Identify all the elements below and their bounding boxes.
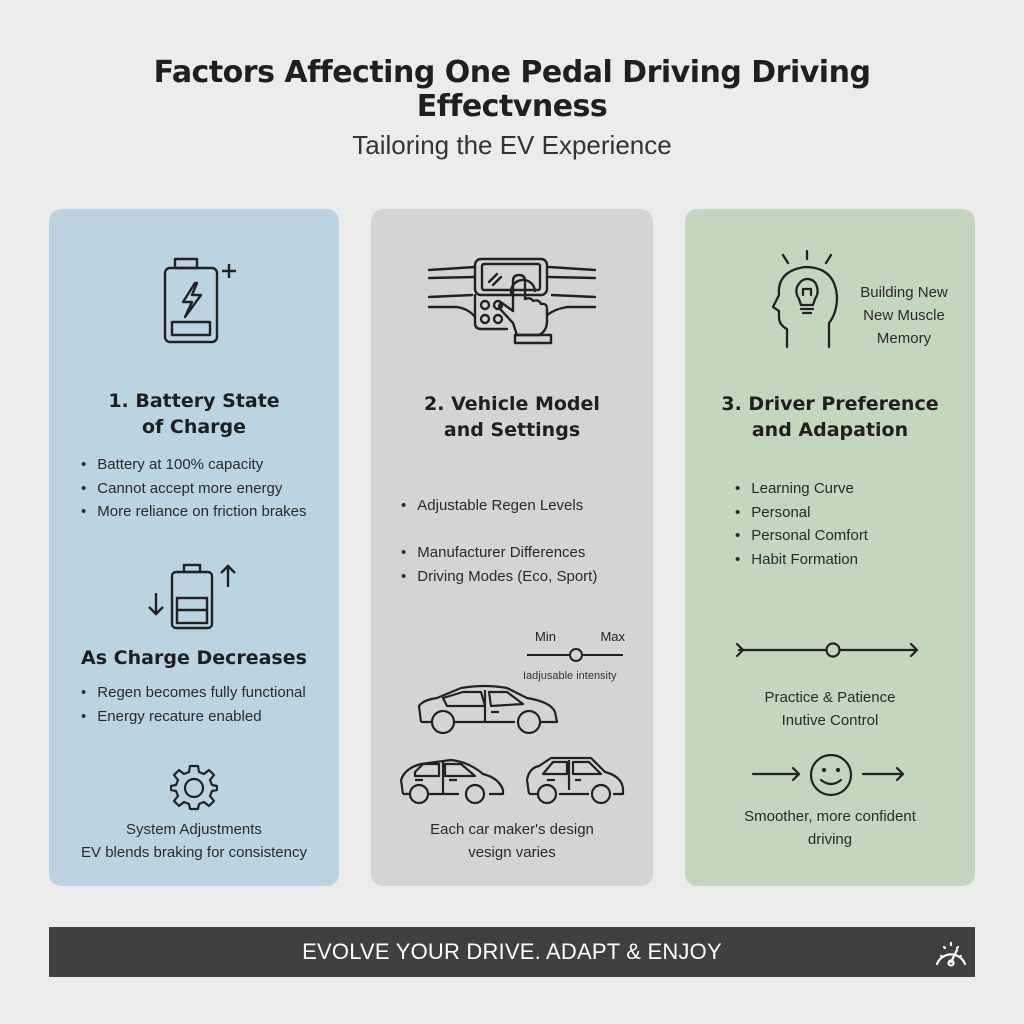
bullet-list: Battery at 100% capacity Cannot accept m… bbox=[81, 453, 307, 524]
list-item: Battery at 100% capacity bbox=[81, 453, 307, 477]
head-lightbulb-icon bbox=[771, 249, 843, 353]
footer-caption: System Adjustments EV blends braking for… bbox=[49, 818, 339, 864]
banner-text: EVOLVE YOUR DRIVE. ADAPT & ENJOY bbox=[302, 939, 722, 964]
caption-line: Building New bbox=[860, 284, 948, 301]
heading-line: 3. Driver Preference bbox=[721, 393, 939, 415]
caption-line: Smoother, more confident bbox=[744, 808, 916, 825]
list-item: Manufacturer Differences bbox=[401, 541, 597, 565]
heading-line: of Charge bbox=[141, 416, 247, 438]
caption-line: driving bbox=[807, 831, 853, 848]
battery-charging-icon bbox=[159, 255, 249, 345]
dashboard-touchscreen-icon bbox=[427, 255, 597, 350]
header: Factors Affecting One Pedal Driving Driv… bbox=[0, 56, 1024, 161]
list-item: Adjustable Regen Levels bbox=[401, 494, 583, 518]
card-heading: 3. Driver Preference and Adapation bbox=[685, 391, 975, 443]
caption-line: New Muscle bbox=[863, 307, 945, 324]
caption-line: Practice & Patience bbox=[764, 689, 896, 706]
bullet-list: Adjustable Regen Levels bbox=[401, 494, 583, 518]
list-item: More reliance on friction brakes bbox=[81, 500, 306, 524]
sedan-car-icon bbox=[415, 682, 563, 734]
page-subtitle: Tailoring the EV Experience bbox=[352, 130, 672, 160]
caption-line: Memory bbox=[876, 330, 932, 347]
slider-max-label: Max bbox=[600, 629, 625, 644]
footer-caption: Each car maker's design vesign varies bbox=[371, 818, 653, 864]
list-item: Energy recature enabled bbox=[81, 705, 306, 729]
caption-line: EV blends braking for consistency bbox=[81, 844, 307, 861]
sub-bullet-list: Regen becomes fully functional Energy re… bbox=[81, 681, 306, 729]
card-battery-state: 1. Battery State of Charge Battery at 10… bbox=[49, 209, 339, 886]
caption-line: System Adjustments bbox=[126, 821, 262, 838]
footer-caption: Smoother, more confident driving bbox=[685, 805, 975, 851]
battery-level-arrows-icon bbox=[144, 562, 244, 632]
smiley-face-icon bbox=[751, 754, 911, 798]
bullet-list: Manufacturer Differences Driving Modes (… bbox=[401, 541, 597, 588]
compact-car-icon bbox=[525, 754, 625, 806]
sub-heading: As Charge Decreases bbox=[81, 647, 307, 669]
regen-intensity-slider[interactable]: Min Max Iadjusable intensity bbox=[523, 629, 625, 689]
page-title: Factors Affecting One Pedal Driving Driv… bbox=[153, 55, 871, 124]
list-item: Driving Modes (Eco, Sport) bbox=[401, 565, 597, 589]
footer-banner: EVOLVE YOUR DRIVE. ADAPT & ENJOY bbox=[49, 927, 975, 977]
list-item: Personal bbox=[735, 501, 868, 525]
caption-line: Inutive Control bbox=[781, 712, 879, 729]
mid-caption: Practice & Patience Inutive Control bbox=[685, 686, 975, 732]
heading-line: and Settings bbox=[443, 419, 581, 441]
card-driver-preference: Building New New Muscle Memory 3. Driver… bbox=[685, 209, 975, 886]
bullet-list: Learning Curve Personal Personal Comfort… bbox=[735, 477, 868, 571]
card-heading: 1. Battery State of Charge bbox=[49, 388, 339, 440]
heading-line: 1. Battery State bbox=[108, 390, 280, 412]
slider-min-label: Min bbox=[535, 629, 556, 644]
list-item: Habit Formation bbox=[735, 548, 868, 572]
icon-caption: Building New New Muscle Memory bbox=[849, 281, 959, 350]
caption-line: vesign varies bbox=[468, 844, 556, 861]
list-item: Regen becomes fully functional bbox=[81, 681, 305, 705]
heading-line: and Adapation bbox=[751, 419, 909, 441]
slider-thumb[interactable] bbox=[569, 648, 583, 662]
card-vehicle-model: 2. Vehicle Model and Settings Adjustable… bbox=[371, 209, 653, 886]
slider-caption: Iadjusable intensity bbox=[523, 670, 617, 682]
list-item: Cannot accept more energy bbox=[81, 477, 307, 501]
progress-line-icon bbox=[735, 641, 921, 659]
speedometer-icon bbox=[933, 934, 969, 988]
gear-icon bbox=[170, 764, 218, 812]
caption-line: Each car maker's design bbox=[430, 821, 594, 838]
list-item: Learning Curve bbox=[735, 477, 868, 501]
heading-line: 2. Vehicle Model bbox=[424, 393, 600, 415]
hatchback-car-icon bbox=[399, 756, 505, 806]
card-heading: 2. Vehicle Model and Settings bbox=[371, 391, 653, 443]
list-item: Personal Comfort bbox=[735, 524, 868, 548]
